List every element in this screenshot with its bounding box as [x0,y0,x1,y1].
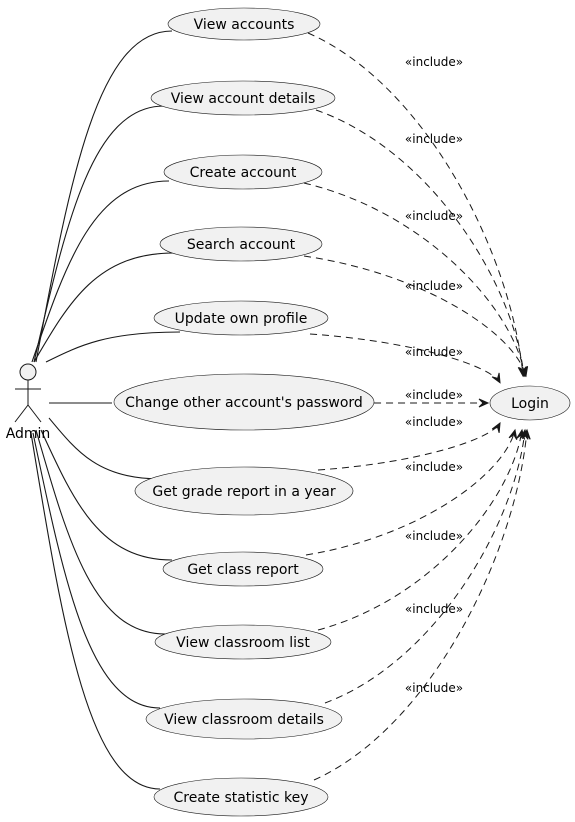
association-search-account [33,252,175,363]
use-case-ellipse [113,373,375,431]
include-line-search-account [303,255,527,377]
include-label-update-own-profile: «include» [405,345,463,359]
login-label: Login [511,396,549,412]
include-line-view-accounts [307,32,524,377]
use-case-label: View classroom list [176,635,310,651]
include-arrowhead-create-statistic-key [521,428,531,440]
association-create-account [31,180,170,363]
use-case-view-account-details: View account details [150,80,336,116]
use-case-change-other-password: Change other account's password [113,373,375,431]
use-case-get-grade-report: Get grade report in a year [134,466,354,516]
use-case-ellipse [167,7,321,41]
use-case-label: View accounts [194,17,295,33]
use-case-ellipse [150,80,336,116]
include-line-view-account-details [315,109,525,377]
association-update-own-profile [45,331,181,363]
use-case-label: Update own profile [175,311,308,327]
use-case-view-accounts: View accounts [167,7,321,41]
include-line-create-statistic-key [313,429,528,781]
use-case-view-classroom-list: View classroom list [154,624,332,660]
use-case-create-account: Create account [163,154,323,190]
include-line-update-own-profile [309,333,501,383]
include-line-view-classroom-list [317,429,523,631]
use-case-label: View classroom details [164,712,324,728]
include-label-view-classroom-details: «include» [405,602,463,616]
include-label-create-account: «include» [405,209,463,223]
use-case-create-statistic-key: Create statistic key [153,777,329,817]
actor-admin: Admin [6,363,51,442]
include-label-create-statistic-key: «include» [405,681,463,695]
include-label-get-class-report: «include» [405,460,463,474]
association-view-accounts [35,30,173,363]
use-case-ellipse [162,551,324,587]
include-label-view-account-details: «include» [405,132,463,146]
use-case-ellipse [163,154,323,190]
use-case-update-own-profile: Update own profile [153,300,329,336]
use-case-label: View account details [171,91,316,107]
use-case-ellipse [153,300,329,336]
actor-left-leg [14,404,29,423]
actor-right-leg [27,404,42,423]
include-arrowhead-get-class-report [508,428,518,440]
association-view-classroom-details [32,432,161,709]
include-dependencies: «include» «include» «include» «include» «inc… [303,32,531,781]
use-case-search-account: Search account [159,226,323,262]
use-case-get-class-report: Get class report [162,551,324,587]
include-label-get-grade-report: «include» [405,415,463,429]
use-case-login: Login [489,385,571,421]
login-ellipse [489,385,571,421]
include-label-search-account: «include» [405,279,463,293]
use-case-label: Create statistic key [173,790,308,806]
use-case-ellipse [153,777,329,817]
use-case-label: Search account [187,237,296,253]
include-line-create-account [303,182,526,377]
include-line-get-grade-report [317,422,501,471]
use-case-label: Change other account's password [125,395,363,411]
use-case-label: Create account [190,165,297,181]
include-arrowhead-update-own-profile [491,372,501,384]
association-create-statistic-key [30,432,161,790]
use-case-ellipse [159,226,323,262]
use-case-label: Get class report [187,562,299,578]
include-arrowhead-get-grade-report [491,421,501,433]
include-line-get-class-report [305,429,516,556]
use-case-view-classroom-details: View classroom details [145,698,343,740]
association-view-classroom-list [35,429,166,635]
use-case-ellipse [154,624,332,660]
use-case-label: Get grade report in a year [152,484,336,500]
include-label-change-other-password: «include» [405,388,463,402]
actor-head [19,363,37,381]
use-case-ellipse [134,466,354,516]
association-get-class-report [40,429,173,561]
actor-label: Admin [6,426,51,442]
include-arrowhead-search-account [519,366,529,378]
association-view-account-details [33,105,165,363]
association-lines [30,30,181,790]
association-get-grade-report [48,417,161,480]
include-label-view-classroom-list: «include» [405,529,463,543]
include-label-view-accounts: «include» [405,55,463,69]
include-arrowhead-change-other-password [478,398,490,408]
use-case-ellipse [145,698,343,740]
include-line-view-classroom-details [324,429,526,704]
